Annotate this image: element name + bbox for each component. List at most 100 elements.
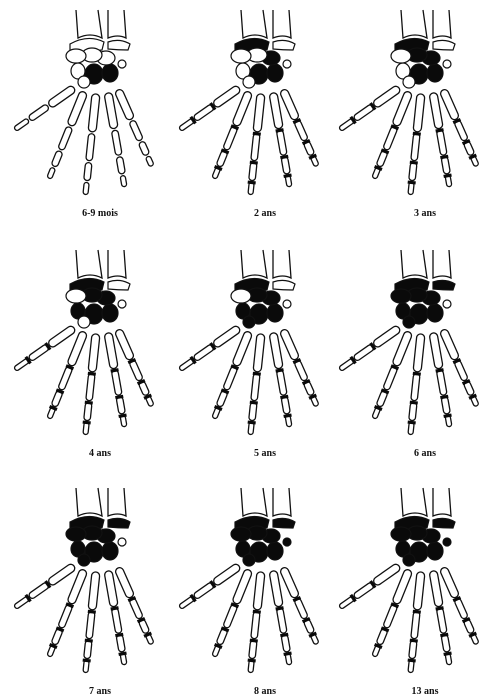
phalanx-bone	[276, 608, 287, 634]
metacarpal-bone	[212, 325, 241, 349]
metacarpal-bone	[269, 92, 283, 129]
phalanx-bone	[84, 162, 92, 181]
phalanx-bone	[86, 611, 95, 639]
hand-panel: 3 ans	[339, 10, 479, 219]
phalanx-bone	[51, 150, 63, 167]
metacarpal-bone	[88, 572, 100, 611]
radius-bone	[76, 488, 102, 516]
phalanx-bone	[436, 608, 447, 634]
metacarpal-bone	[114, 88, 134, 120]
phalanx-bone	[276, 130, 287, 156]
phalanx-bone	[223, 604, 238, 629]
age-caption: 5 ans	[254, 448, 276, 459]
ulna-epiphysis	[433, 280, 455, 290]
carpal-bone	[403, 554, 415, 566]
phalanx-bone	[116, 634, 125, 652]
metacarpal-bone	[269, 332, 283, 369]
metacarpal-bone	[413, 334, 425, 373]
ulna-bone	[108, 488, 126, 516]
carpal-bone	[118, 538, 126, 546]
metacarpal-bone	[279, 88, 299, 120]
phalanx-bone	[223, 126, 238, 151]
radius-bone	[76, 250, 102, 278]
ulna-epiphysis	[108, 280, 130, 290]
phalanx-bone	[84, 640, 92, 659]
phalanx-bone	[411, 611, 420, 639]
phalanx-bone	[58, 126, 73, 151]
ulna-bone	[273, 488, 291, 516]
phalanx-bone	[111, 608, 122, 634]
carpal-bone	[283, 300, 291, 308]
phalanx-bone	[145, 156, 154, 167]
metacarpal-bone	[47, 563, 76, 587]
phalanx-bone	[120, 175, 127, 187]
phalanx-bone	[436, 130, 447, 156]
ulna-bone	[433, 10, 451, 38]
carpal-bone	[102, 542, 118, 560]
age-caption: 6 ans	[414, 448, 436, 459]
carpal-bone	[102, 304, 118, 322]
phalanx-bone	[83, 182, 89, 194]
carpal-bone	[391, 49, 411, 63]
ulna-epiphysis	[108, 518, 130, 528]
metacarpal-bone	[253, 334, 265, 373]
phalanx-bone	[14, 118, 30, 131]
ulna-epiphysis	[433, 518, 455, 528]
phalanx-bone	[281, 396, 290, 414]
phalanx-bone	[116, 156, 125, 174]
metacarpal-bone	[88, 94, 100, 133]
age-caption: 13 ans	[412, 686, 439, 697]
hand-panel: 13 ans	[339, 488, 479, 697]
carpal-bone	[283, 538, 291, 546]
ulna-epiphysis	[273, 280, 295, 290]
metacarpal-bone	[279, 328, 299, 360]
phalanx-bone	[441, 156, 450, 174]
phalanx-bone	[411, 133, 420, 161]
carpal-bone	[66, 49, 86, 63]
phalanx-bone	[441, 396, 450, 414]
hand-panel: 6 ans	[339, 250, 479, 459]
phalanx-bone	[249, 640, 257, 659]
phalanx-bone	[251, 611, 260, 639]
metacarpal-bone	[372, 325, 401, 349]
metacarpal-bone	[413, 572, 425, 611]
hand-panel: 7 ans	[14, 488, 154, 697]
carpal-bone	[78, 316, 90, 328]
carpal-bone	[231, 527, 251, 541]
phalanx-bone	[276, 370, 287, 396]
phalanx-bone	[383, 126, 398, 151]
phalanx-bone	[409, 640, 417, 659]
phalanx-bone	[138, 141, 150, 156]
radius-bone	[401, 10, 427, 38]
carpal-bone	[403, 316, 415, 328]
ulna-bone	[433, 488, 451, 516]
phalanx-bone	[383, 604, 398, 629]
age-caption: 6-9 mois	[82, 208, 118, 219]
ulna-epiphysis	[273, 40, 295, 50]
carpal-bone	[78, 76, 90, 88]
radius-bone	[401, 488, 427, 516]
phalanx-bone	[249, 402, 257, 421]
hand-panel: 4 ans	[14, 250, 154, 459]
phalanx-bone	[383, 366, 398, 391]
phalanx-bone	[116, 396, 125, 414]
phalanx-bone	[441, 634, 450, 652]
phalanx-bone	[111, 130, 122, 156]
phalanx-bone	[409, 162, 417, 181]
phalanx-bone	[28, 104, 50, 122]
metacarpal-bone	[429, 92, 443, 129]
phalanx-bone	[58, 366, 73, 391]
radius-bone	[241, 250, 267, 278]
carpal-bone	[231, 289, 251, 303]
carpal-bone	[243, 76, 255, 88]
ulna-epiphysis	[108, 40, 130, 50]
metacarpal-bone	[47, 85, 76, 109]
metacarpal-bone	[104, 92, 118, 129]
phalanx-bone	[409, 402, 417, 421]
metacarpal-bone	[372, 85, 401, 109]
carpal-bone	[391, 289, 411, 303]
metacarpal-bone	[413, 94, 425, 133]
metacarpal-bone	[253, 94, 265, 133]
hand-panel: 2 ans	[179, 10, 319, 219]
carpal-bone	[267, 542, 283, 560]
